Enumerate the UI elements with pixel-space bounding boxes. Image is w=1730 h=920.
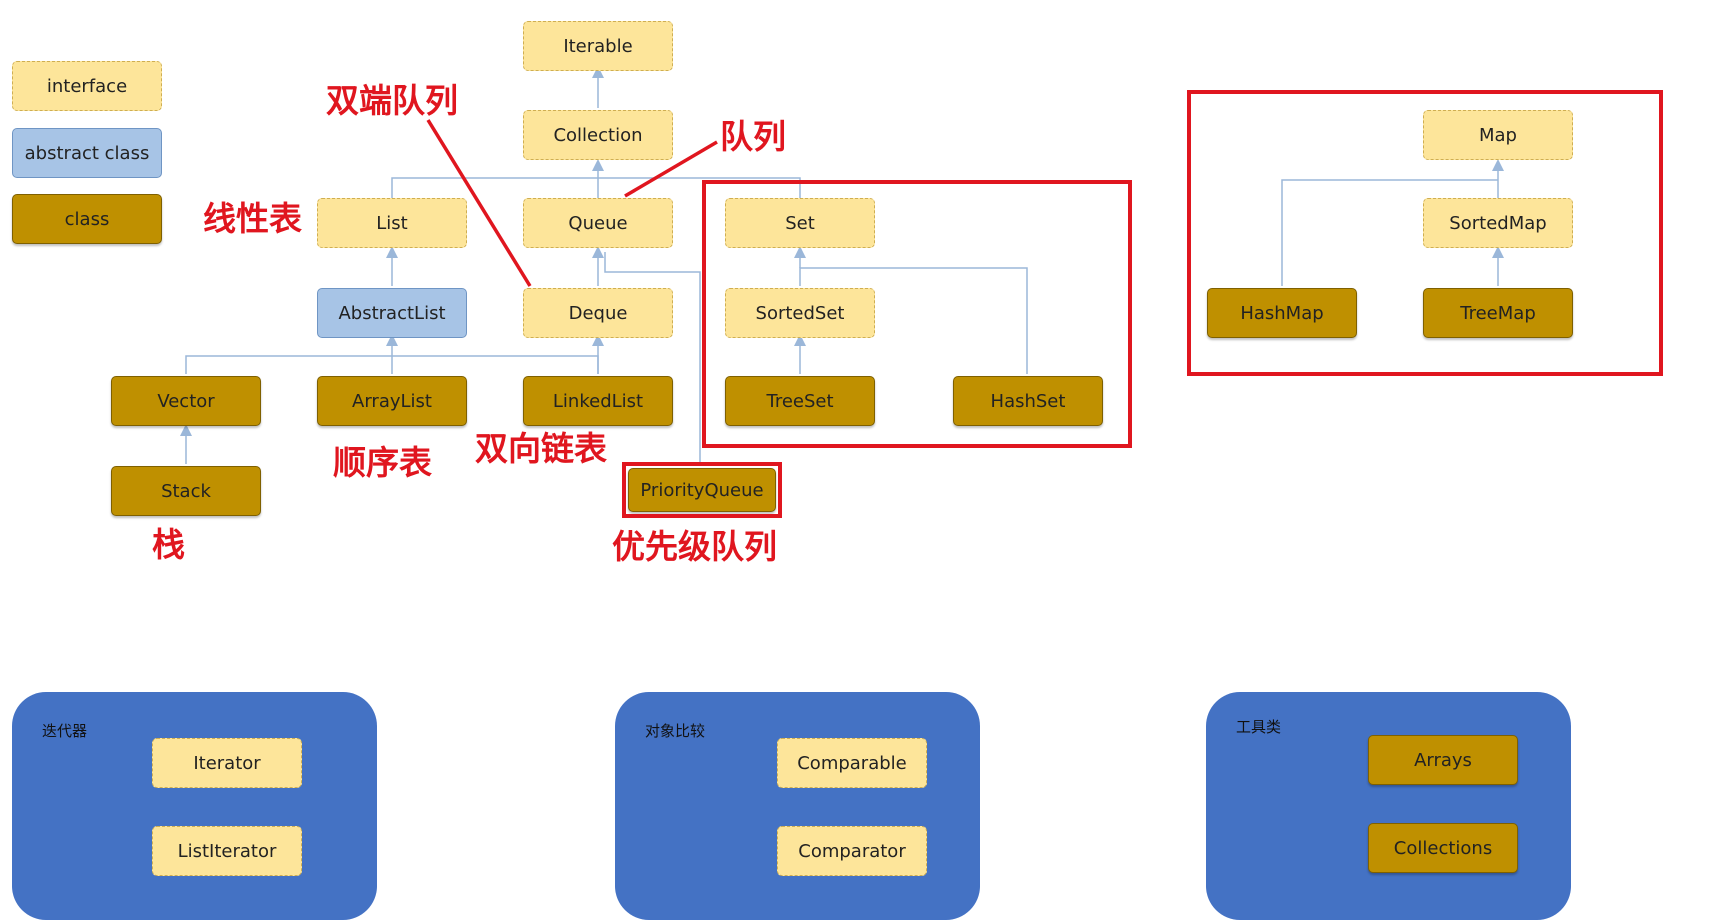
node-set: Set	[725, 198, 875, 248]
map-group-highlight	[1187, 90, 1663, 376]
legend-interface: interface	[12, 61, 162, 111]
panel-iterator: 迭代器 Iterator ListIterator	[12, 692, 377, 920]
node-deque: Deque	[523, 288, 673, 338]
annotation-stack: 栈	[152, 525, 185, 564]
legend-abstract-class: abstract class	[12, 128, 162, 178]
panel-iterator-title: 迭代器	[42, 722, 88, 740]
node-sorted-set: SortedSet	[725, 288, 875, 338]
node-list-iterator: ListIterator	[152, 826, 302, 876]
node-comparator: Comparator	[777, 826, 927, 876]
node-queue: Queue	[523, 198, 673, 248]
annotation-linear-list: 线性表	[203, 199, 302, 238]
node-list: List	[317, 198, 467, 248]
node-collections: Collections	[1368, 823, 1518, 873]
node-iterator: Iterator	[152, 738, 302, 788]
node-linked-list: LinkedList	[523, 376, 673, 426]
annotation-double-ended-queue: 双端队列	[326, 81, 458, 120]
panel-comparison-title: 对象比较	[645, 722, 706, 740]
set-group-highlight	[702, 180, 1132, 448]
node-priority-queue: PriorityQueue	[628, 468, 776, 512]
annotation-priority-queue: 优先级队列	[612, 527, 777, 566]
node-tree-map: TreeMap	[1423, 288, 1573, 338]
node-arrays: Arrays	[1368, 735, 1518, 785]
annotation-queue: 队列	[720, 117, 786, 156]
node-collection: Collection	[523, 110, 673, 160]
node-array-list: ArrayList	[317, 376, 467, 426]
node-sorted-map: SortedMap	[1423, 198, 1573, 248]
node-vector: Vector	[111, 376, 261, 426]
panel-utility-title: 工具类	[1236, 718, 1282, 736]
node-hash-set: HashSet	[953, 376, 1103, 426]
node-comparable: Comparable	[777, 738, 927, 788]
node-hash-map: HashMap	[1207, 288, 1357, 338]
panel-utility: 工具类 Arrays Collections	[1206, 692, 1571, 920]
node-tree-set: TreeSet	[725, 376, 875, 426]
node-abstract-list: AbstractList	[317, 288, 467, 338]
legend-class: class	[12, 194, 162, 244]
annotation-sequential-list: 顺序表	[333, 443, 432, 482]
node-map: Map	[1423, 110, 1573, 160]
priority-queue-highlight	[622, 462, 782, 518]
panel-object-comparison: 对象比较 Comparable Comparator	[615, 692, 980, 920]
node-iterable: Iterable	[523, 21, 673, 71]
node-stack: Stack	[111, 466, 261, 516]
annotation-doubly-linked-list: 双向链表	[475, 429, 607, 468]
